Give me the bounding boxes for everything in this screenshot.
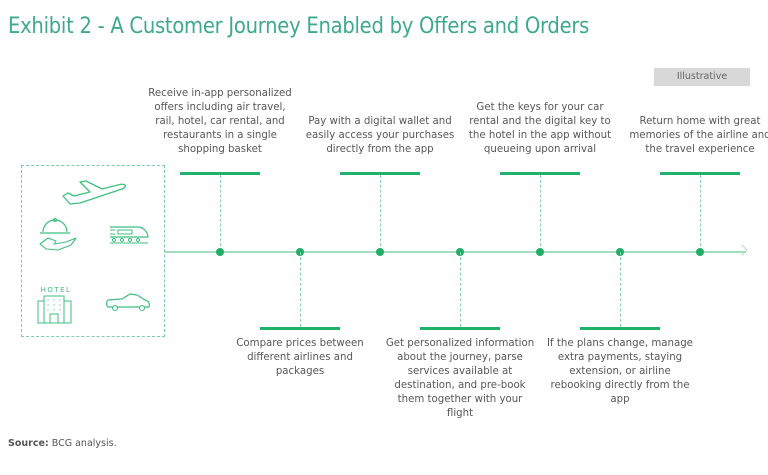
step-top-4-dot	[696, 248, 704, 256]
step-bottom-1-connector	[300, 252, 301, 327]
step-top-4-bar	[660, 172, 740, 175]
timeline-arrowhead-icon	[736, 244, 748, 256]
step-top-3-connector	[540, 175, 541, 251]
source-label: Source:	[8, 438, 49, 449]
step-top-3-bar	[500, 172, 580, 175]
illustrative-badge: Illustrative	[654, 68, 750, 86]
exhibit-title: Exhibit 2 - A Customer Journey Enabled b…	[8, 14, 590, 39]
step-top-4-connector	[700, 175, 701, 251]
room-service-icon	[39, 217, 77, 251]
step-bottom-3-bar	[580, 327, 660, 330]
step-top-2-text: Pay with a digital wallet and easily acc…	[305, 116, 455, 155]
step-top-3-text: Get the keys for your car rental and the…	[468, 102, 612, 155]
step-bottom-3-connector	[620, 252, 621, 327]
step-bottom-2-bar	[420, 327, 500, 330]
source-text: BCG analysis.	[51, 438, 117, 449]
step-top-4-text: Return home with great memories of the a…	[629, 116, 768, 155]
train-icon	[110, 226, 149, 244]
step-bottom-3-text: If the plans change, manage extra paymen…	[547, 338, 693, 405]
step-top-1-dot	[216, 248, 224, 256]
source-note: Source: BCG analysis.	[8, 438, 117, 449]
step-bottom-2-text: Get personalized information about the j…	[385, 338, 535, 419]
icon-box-connector	[165, 251, 169, 253]
step-top-2-bar	[340, 172, 420, 175]
airplane-icon	[62, 180, 127, 205]
step-bottom-2-connector	[460, 252, 461, 327]
travel-services-icon-box	[21, 165, 165, 337]
step-top-3-dot	[536, 248, 544, 256]
step-top-1-text: Receive in-app personalized offers inclu…	[148, 88, 292, 155]
step-top-2-connector	[380, 175, 381, 251]
step-bottom-1-bar	[260, 327, 340, 330]
step-top-1-connector	[220, 175, 221, 251]
hotel-icon: HOTEL	[37, 286, 72, 324]
step-top-2-dot	[376, 248, 384, 256]
hotel-label: HOTEL	[41, 286, 72, 294]
car-icon	[105, 293, 150, 312]
step-top-1-bar	[180, 172, 260, 175]
step-bottom-1-text: Compare prices between different airline…	[236, 338, 364, 377]
